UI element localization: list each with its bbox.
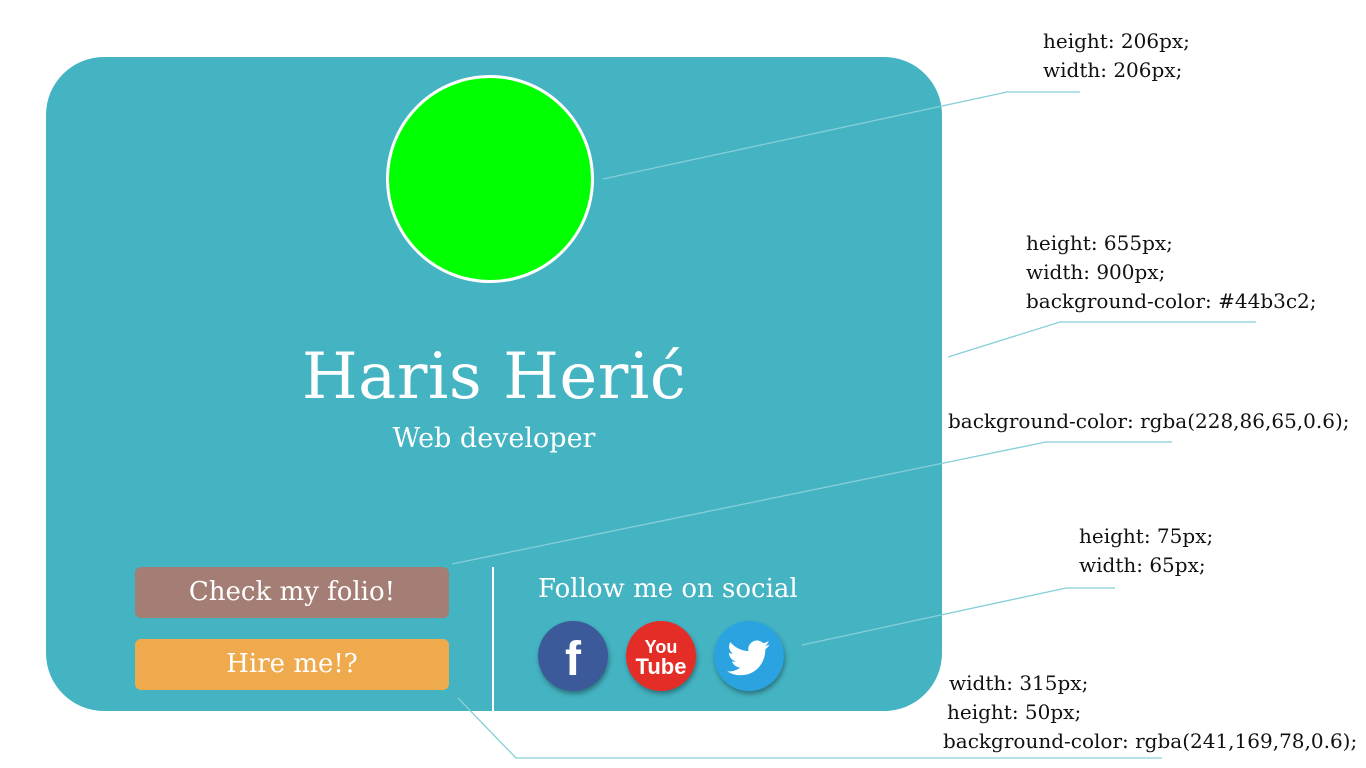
youtube-icon[interactable]: You Tube (626, 621, 696, 691)
leader-folio-button (451, 441, 1172, 565)
note-line: width: 315px; (949, 671, 1089, 695)
leader-hire-button (457, 697, 1162, 759)
profile-card: Haris Herić Web developer Check my folio… (46, 57, 942, 711)
note-line: height: 206px; (1043, 29, 1190, 53)
profile-role: Web developer (392, 423, 596, 454)
note-line: width: 65px; (1079, 553, 1206, 577)
social-heading: Follow me on social (538, 574, 798, 604)
note-line: height: 655px; (1026, 231, 1173, 255)
note-line: height: 75px; (1079, 524, 1214, 548)
facebook-glyph: f (565, 633, 582, 686)
note-line: width: 900px; (1026, 260, 1166, 284)
avatar (386, 75, 594, 283)
leader-card (947, 321, 1256, 358)
youtube-label-bottom: Tube (636, 654, 687, 679)
note-avatar-size: height: 206px; width: 206px; (1043, 27, 1190, 85)
hire-me-button[interactable]: Hire me!? (135, 639, 449, 690)
note-line: background-color: #44b3c2; (1026, 289, 1317, 313)
leader-avatar (602, 91, 1080, 180)
profile-name: Haris Herić (301, 340, 687, 414)
facebook-icon[interactable]: f (538, 621, 608, 691)
note-social-icon-size: height: 75px; width: 65px; (1079, 522, 1213, 580)
note-folio-button-color: background-color: rgba(228,86,65,0.6); (948, 407, 1350, 436)
twitter-icon[interactable] (714, 621, 784, 691)
note-line: background-color: rgba(228,86,65,0.6); (948, 409, 1350, 433)
note-card-size: height: 655px; width: 900px; background-… (1026, 229, 1317, 316)
note-line: background-color: rgba(241,169,78,0.6); (943, 729, 1358, 753)
leader-social-icon (801, 587, 1115, 646)
note-hire-button-spec: width: 315px; height: 50px; background-c… (943, 669, 1357, 756)
note-line: width: 206px; (1043, 58, 1183, 82)
check-folio-button[interactable]: Check my folio! (135, 567, 449, 618)
youtube-label-top: You (645, 637, 678, 657)
note-line: height: 50px; (947, 700, 1082, 724)
vertical-divider (492, 567, 494, 711)
twitter-bird-icon (727, 640, 770, 676)
